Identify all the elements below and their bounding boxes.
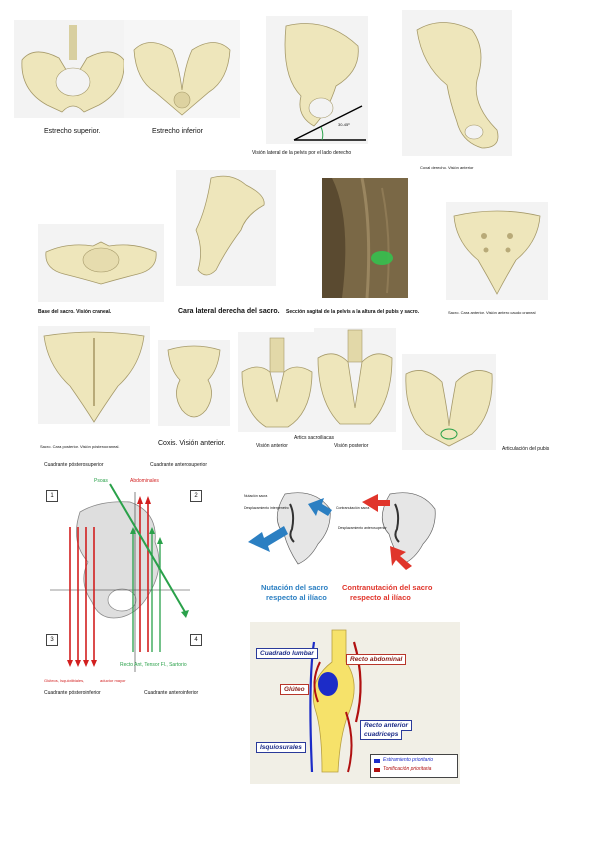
coxal-derecho-figure bbox=[402, 10, 512, 156]
caption-sacro-posterior: Sacro. Cara posterior. Visión pósterocra… bbox=[40, 444, 120, 449]
base-sacro-figure bbox=[38, 224, 164, 302]
quadrant-anteroinferior-label: Cuadrante anteroinferior bbox=[144, 690, 199, 696]
psoas-label: Psoas bbox=[94, 478, 108, 484]
caption-seccion-sagital: Sección sagital de la pelvis a la altura… bbox=[286, 309, 420, 315]
quadrant-posteroinferior-label: Cuadrante pósteroinferior bbox=[44, 690, 101, 696]
quadrant-number-3: 3 bbox=[46, 634, 58, 646]
sacro-posterior-figure bbox=[38, 326, 150, 424]
angle-label: 30-45º bbox=[338, 122, 350, 127]
gluteo-label: Glúteo bbox=[280, 684, 309, 695]
caption-coxal-derecho: Coxal derecho. Visión anterior bbox=[420, 165, 474, 170]
quadrant-number-1: 1 bbox=[46, 490, 58, 502]
nutation-label-b2: Desplazamiento anterosuperior bbox=[338, 526, 387, 530]
coxis-figure bbox=[158, 340, 230, 426]
bottom-red-label-2: aductor mayor bbox=[100, 678, 126, 683]
legend-tone-swatch bbox=[374, 768, 380, 772]
caption-vision-lateral: Visión lateral de la pelvis por el lado … bbox=[252, 150, 352, 156]
caption-vision-anterior: Visión anterior bbox=[256, 443, 288, 449]
artics-sacroiliacas-posterior-figure bbox=[314, 328, 396, 432]
cuadrado-lumbar-label: Cuadrado lumbar bbox=[256, 648, 318, 659]
nutacion-title: Nutación del sacro bbox=[261, 583, 329, 592]
articulacion-pubis-figure bbox=[402, 354, 496, 450]
nutation-label-a2: Desplazamiento interpenetro bbox=[244, 506, 289, 510]
contranutacion-title: Contranutación del sacro bbox=[342, 583, 433, 592]
caption-vision-posterior: Visión posterior bbox=[334, 443, 369, 449]
recto-abdominal-label: Recto abdominal bbox=[346, 654, 407, 665]
nutacion-sub: respecto al ilíaco bbox=[266, 593, 327, 602]
caption-base-sacro: Base del sacro. Visión craneal. bbox=[38, 309, 112, 315]
sacro-anterior-figure bbox=[446, 202, 548, 300]
abdominales-label: Abdominales bbox=[130, 478, 159, 484]
caption-sacro-anterior: Sacro. Cara anterior. Visión antero caud… bbox=[448, 310, 536, 315]
nutation-diagram: Nutación sacra Desplazamiento interpenet… bbox=[240, 484, 450, 604]
pelvis-inferior-strait-figure bbox=[124, 20, 240, 118]
quadrant-number-4: 4 bbox=[190, 634, 202, 646]
bottom-green-label: Recto Ant, Tensor Fl., Sartorio bbox=[120, 662, 187, 668]
quadrant-number-2: 2 bbox=[190, 490, 202, 502]
nutation-label-b1: Contranutación sacra bbox=[336, 506, 370, 510]
pelvis-lateral-view-figure: 30-45º bbox=[266, 16, 368, 144]
nutation-label-a1: Nutación sacra bbox=[244, 494, 268, 498]
quadrant-posterosuperior-label: Cuadrante pósterosuperior bbox=[44, 462, 104, 468]
quadrant-anterosuperior-label: Cuadrante anterosuperior bbox=[150, 462, 207, 468]
muscles-legend: Estiramiento prioritario Tonificación pr… bbox=[370, 754, 458, 778]
artics-sacroiliacas-anterior-figure bbox=[238, 332, 316, 432]
contranutacion-sub: respecto al ilíaco bbox=[350, 593, 411, 602]
legend-estiramiento: Estiramiento prioritario bbox=[383, 757, 434, 763]
bottom-red-label: Glúteos, Isquiotibiales, bbox=[44, 678, 85, 683]
caption-estrecho-inferior: Estrecho inferior bbox=[152, 128, 203, 135]
caption-estrecho-superior: Estrecho superior. bbox=[44, 128, 101, 135]
quadrant-diagram: 1 2 3 4 Psoas Abdominales Recto Ant, Ten… bbox=[40, 472, 212, 682]
seccion-sagital-figure bbox=[322, 178, 408, 298]
caption-coxis: Coxis. Visión anterior. bbox=[158, 440, 226, 447]
isquiosurales-label: Isquiosurales bbox=[256, 742, 306, 753]
caption-articulacion-pubis: Articulación del pubis bbox=[502, 446, 550, 452]
pelvis-superior-strait-figure bbox=[14, 20, 132, 118]
caption-artics-sacroiliacas: Artics sacroiliacas bbox=[294, 435, 335, 441]
caption-cara-lateral: Cara lateral derecha del sacro. bbox=[178, 308, 280, 315]
legend-stretch-swatch bbox=[374, 759, 380, 763]
cuadriceps-label: cuadriceps bbox=[360, 730, 403, 740]
sacro-lateral-figure bbox=[176, 170, 276, 286]
muscles-diagram: Cuadrado lumbar Recto abdominal Glúteo R… bbox=[250, 622, 460, 784]
legend-tonificacion: Tonificación prioritaria bbox=[383, 766, 432, 772]
